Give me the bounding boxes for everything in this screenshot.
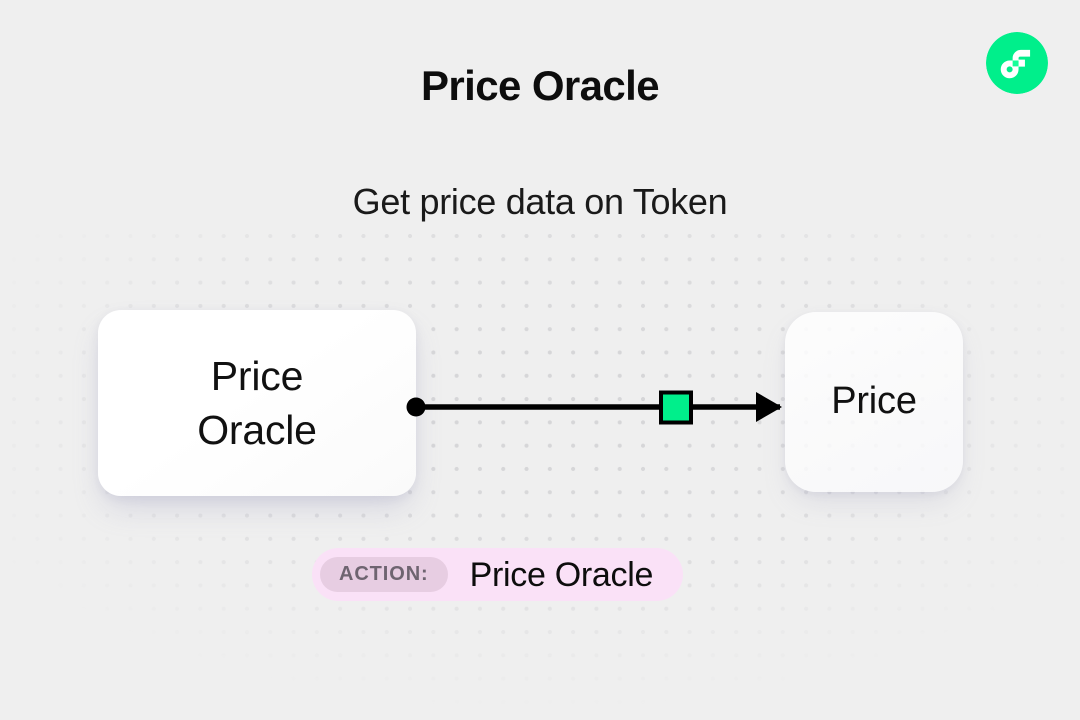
edge-price-oracle-to-price[interactable]: [396, 378, 796, 436]
node-price-label: Price: [831, 380, 917, 423]
node-price[interactable]: Price: [785, 312, 963, 492]
action-badge[interactable]: ACTION: Price Oracle: [312, 548, 684, 601]
action-badge-chip-label: ACTION:: [320, 557, 448, 592]
node-price-oracle-label: Price Oracle: [197, 349, 317, 457]
edge-arrowhead-icon: [756, 392, 782, 422]
node-price-oracle-label-line1: Price: [210, 352, 304, 399]
page-subtitle: Get price data on Token: [352, 181, 728, 222]
page-title: Price Oracle: [421, 62, 660, 109]
action-badge-value: Price Oracle: [469, 555, 654, 594]
edge-start-dot-icon: [406, 397, 426, 417]
node-price-oracle[interactable]: Price Oracle: [98, 310, 416, 496]
edge-marker-square-icon: [659, 390, 693, 425]
node-price-oracle-label-line2: Oracle: [197, 407, 317, 453]
flow-logo-icon: [986, 32, 1048, 94]
